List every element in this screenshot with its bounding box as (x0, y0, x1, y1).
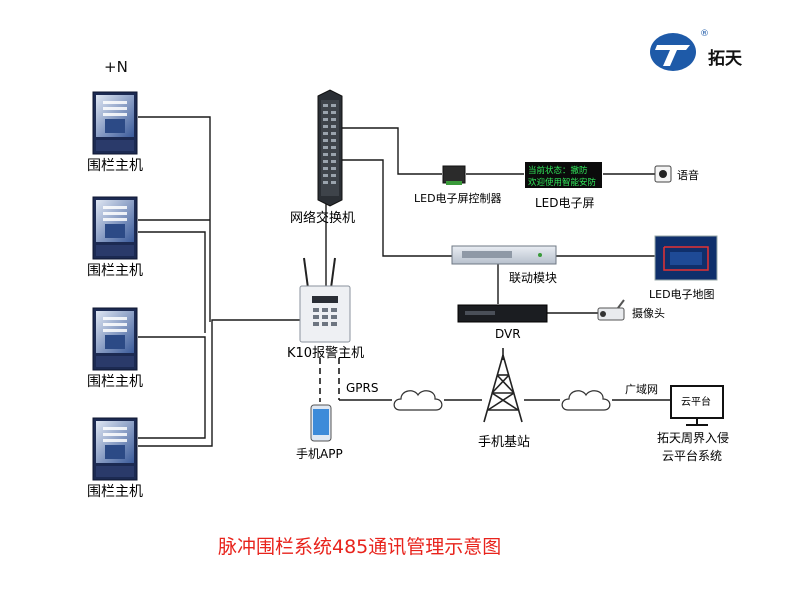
tower-icon (483, 348, 523, 423)
switch-label: 网络交换机 (290, 210, 355, 226)
led-screen-label: LED电子屏 (535, 196, 595, 210)
antenna-left-icon (303, 257, 309, 289)
fence-host-icon (92, 307, 138, 371)
led-screen-line1: 当前状态：撤防 (528, 165, 588, 176)
cloud-icon (561, 390, 611, 411)
led-map-label: LED电子地图 (649, 288, 715, 301)
mobile-app-label: 手机APP (296, 447, 343, 461)
led-controller: LED电子屏控制器 (414, 165, 502, 205)
cloud-platform: 云平台 拓天周界入侵 云平台系统 (657, 385, 729, 463)
brand-logo: ® 拓天 (650, 29, 743, 71)
fence-host-2: 围栏主机 (87, 196, 143, 279)
dashed-links (319, 358, 340, 402)
camera-icon (597, 307, 625, 321)
alarm-host-icon (299, 285, 351, 343)
alarm-host-label: K10报警主机 (287, 345, 364, 361)
dvr-label: DVR (495, 327, 521, 341)
fence-host-4: 围栏主机 (87, 417, 143, 500)
wire-host-1 (138, 116, 211, 322)
antenna-right-icon (330, 257, 336, 289)
camera: 摄像头 (597, 299, 665, 321)
diagram-title: 脉冲围栏系统485通讯管理示意图 (218, 536, 501, 558)
fence-host-3: 围栏主机 (87, 307, 143, 390)
led-map: LED电子地图 (649, 235, 718, 301)
brand-registered: ® (700, 29, 709, 39)
fence-host-label: 围栏主机 (87, 263, 143, 279)
voice-label: 语音 (677, 168, 699, 182)
led-controller-label: LED电子屏控制器 (414, 191, 502, 205)
wire-switch-linkage (342, 159, 452, 257)
fence-host-label: 围栏主机 (87, 158, 143, 174)
wire-bus-alarm (138, 319, 300, 447)
cloud-icon (393, 390, 443, 411)
network-switch: 网络交换机 (290, 89, 355, 226)
led-controller-icon (442, 165, 466, 184)
cloud-screen-text: 云平台 (681, 395, 711, 408)
dvr-icon (457, 304, 548, 323)
led-screen-icon (525, 162, 602, 188)
brand-name: 拓天 (708, 49, 743, 69)
wire-host-2b (138, 231, 206, 333)
led-screen-line2: 欢迎使用智能安防 (528, 177, 597, 188)
linkage-label: 联动模块 (509, 271, 557, 285)
base-station-label: 手机基站 (478, 435, 530, 450)
wire-host-3 (138, 336, 206, 439)
wiring (138, 116, 670, 447)
fence-host-icon (92, 417, 138, 481)
wan-label: 广域网 (625, 383, 658, 396)
alarm-host: K10报警主机 (287, 257, 364, 361)
cloud-line1: 拓天周界入侵 (657, 430, 729, 445)
led-screen: 当前状态：撤防 欢迎使用智能安防 LED电子屏 (525, 162, 602, 210)
fence-host-icon (92, 91, 138, 155)
mobile-app: 手机APP (296, 404, 343, 461)
fence-host-label: 围栏主机 (87, 484, 143, 500)
dvr: DVR (457, 304, 548, 341)
fence-host-icon (92, 196, 138, 260)
gprs-label: GPRS (346, 381, 379, 395)
voice: 语音 (654, 165, 699, 183)
logo-t-shape (655, 45, 690, 66)
fence-host-1: 围栏主机 (87, 91, 143, 174)
camera-label: 摄像头 (632, 306, 665, 320)
fence-host-label: 围栏主机 (87, 374, 143, 390)
base-station: 手机基站 (478, 348, 530, 450)
power-label: +N (104, 58, 128, 76)
cloud-line2: 云平台系统 (662, 448, 722, 463)
linkage-module: 联动模块 (451, 245, 557, 285)
wire-switch-ledctrl (342, 127, 442, 175)
